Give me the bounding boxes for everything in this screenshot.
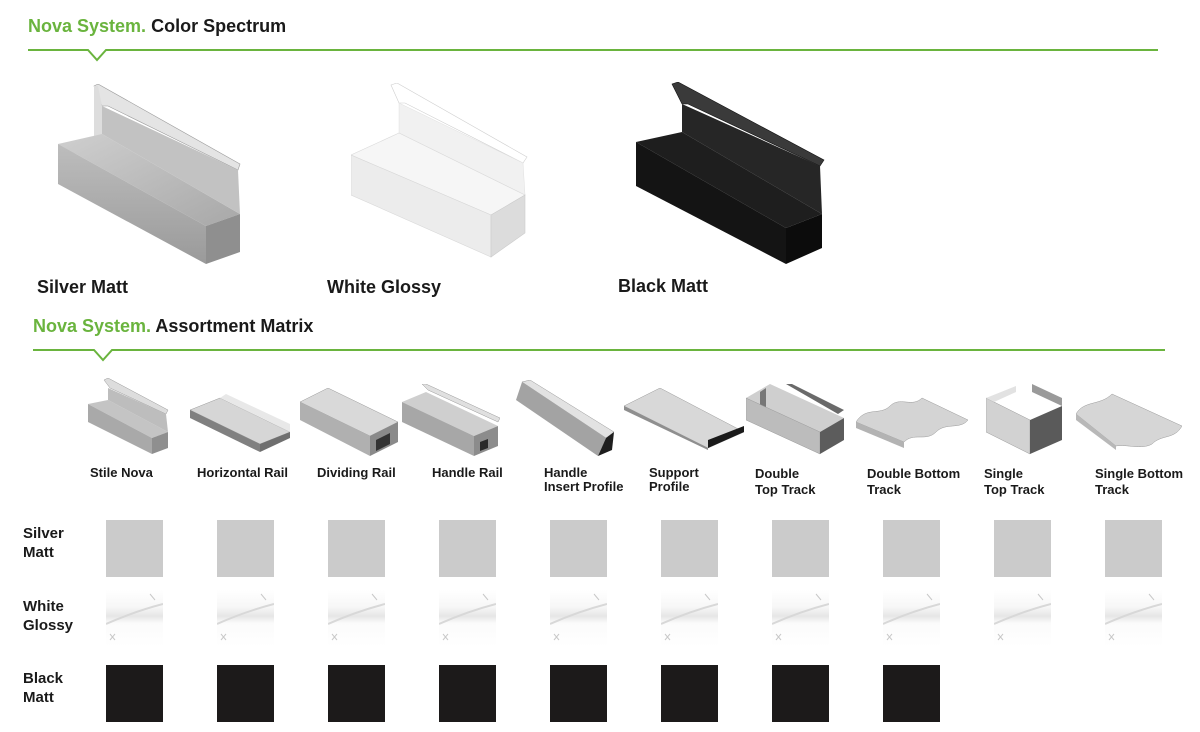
handle-insert-profile-icon xyxy=(516,380,614,456)
product-name-support-profile: Support Profile xyxy=(649,465,699,494)
chip-silver-handle-rail xyxy=(439,520,496,577)
swatch-label-white-glossy: White Glossy xyxy=(327,277,442,297)
row-label-black-matt: Black Matt xyxy=(23,670,64,706)
assortment-matrix-brand: Nova System. xyxy=(33,316,152,336)
chip-silver-stile-nova xyxy=(106,520,163,577)
row-label-white-glossy: White Glossy xyxy=(23,598,74,634)
chip-silver-single-bottom-track xyxy=(1105,520,1162,577)
chip-black-stile-nova xyxy=(106,665,163,722)
product-name-horizontal-rail: Horizontal Rail xyxy=(197,465,289,480)
product-name-double-bottom-track: Double Bottom Track xyxy=(867,466,961,497)
chip-white-horizontal-rail xyxy=(217,590,274,647)
product-name-stile-nova: Stile Nova xyxy=(90,465,153,480)
product-name-handle-rail: Handle Rail xyxy=(432,465,503,480)
chip-silver-support-profile xyxy=(661,520,718,577)
support-profile-icon xyxy=(624,388,744,450)
double-top-track-icon xyxy=(746,384,844,455)
chip-silver-single-top-track xyxy=(994,520,1051,577)
chip-white-support-profile xyxy=(661,590,718,647)
double-bottom-track-icon xyxy=(856,397,968,448)
product-name-double-top-track: Double Top Track xyxy=(755,466,816,497)
chip-silver-dividing-rail xyxy=(328,520,385,577)
product-name-single-top-track: Single Top Track xyxy=(984,466,1045,497)
white-glossy-profile-icon xyxy=(351,83,528,258)
product-name-single-bottom-track: Single Bottom Track xyxy=(1095,466,1184,497)
chip-white-single-bottom-track xyxy=(1105,590,1162,647)
silver-matt-profile-icon xyxy=(58,84,241,264)
chip-black-dividing-rail xyxy=(328,665,385,722)
chip-white-double-bottom-track xyxy=(883,590,940,647)
color-spectrum-divider xyxy=(28,49,1158,62)
chip-white-stile-nova xyxy=(106,590,163,647)
color-spectrum-title: Nova System. Color Spectrum xyxy=(28,16,286,37)
color-spectrum-brand: Nova System. xyxy=(28,16,147,36)
single-bottom-track-icon xyxy=(1076,393,1182,450)
assortment-matrix-divider xyxy=(33,349,1165,362)
chip-silver-handle-insert-profile xyxy=(550,520,607,577)
swatch-label-silver-matt: Silver Matt xyxy=(37,277,129,297)
assortment-matrix-heading: Assortment Matrix xyxy=(155,316,314,336)
chip-black-support-profile xyxy=(661,665,718,722)
chip-white-single-top-track xyxy=(994,590,1051,647)
chip-black-double-top-track xyxy=(772,665,829,722)
handle-rail-profile-icon xyxy=(402,384,500,456)
dividing-rail-profile-icon xyxy=(300,388,398,456)
chip-black-handle-rail xyxy=(439,665,496,722)
chip-white-handle-rail xyxy=(439,590,496,647)
assortment-matrix-title: Nova System. Assortment Matrix xyxy=(33,316,313,337)
chip-white-dividing-rail xyxy=(328,590,385,647)
chip-silver-double-bottom-track xyxy=(883,520,940,577)
chip-black-handle-insert-profile xyxy=(550,665,607,722)
chip-white-handle-insert-profile xyxy=(550,590,607,647)
chip-white-double-top-track xyxy=(772,590,829,647)
swatch-label-black-matt: Black Matt xyxy=(618,276,709,296)
row-label-silver-matt: Silver Matt xyxy=(23,525,64,561)
chip-silver-horizontal-rail xyxy=(217,520,274,577)
horizontal-rail-profile-icon xyxy=(190,394,290,452)
product-name-dividing-rail: Dividing Rail xyxy=(317,465,396,480)
chip-black-double-bottom-track xyxy=(883,665,940,722)
stile-nova-profile-icon xyxy=(88,378,169,454)
black-matt-profile-icon xyxy=(636,82,825,264)
color-spectrum-heading: Color Spectrum xyxy=(151,16,287,36)
product-name-handle-insert-profile: Handle Insert Profile xyxy=(544,465,624,494)
single-top-track-icon xyxy=(986,384,1062,455)
chip-black-horizontal-rail xyxy=(217,665,274,722)
chip-silver-double-top-track xyxy=(772,520,829,577)
